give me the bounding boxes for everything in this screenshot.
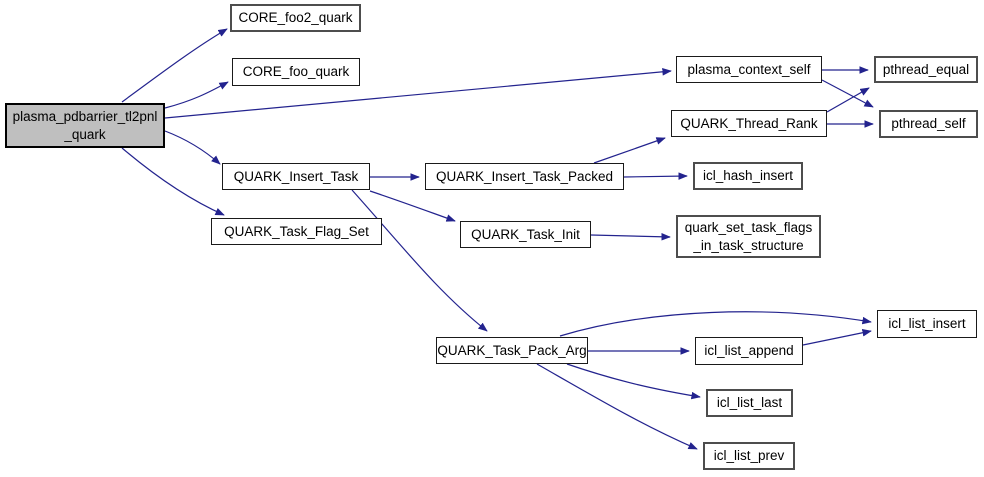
node-QUARK_Insert_Task[interactable]: QUARK_Insert_Task [222,163,370,190]
edge-plasma_pdbarrier_tl2pnl_quark-to-QUARK_Insert_Task [164,130,221,165]
node-QUARK_Task_Pack_Arg[interactable]: QUARK_Task_Pack_Arg [436,337,588,364]
node-icl_list_append[interactable]: icl_list_append [695,337,803,365]
edge-plasma_context_self-to-pthread_self [821,79,874,108]
edge-QUARK_Task_Pack_Arg-to-icl_list_prev [536,363,698,450]
node-icl_list_prev[interactable]: icl_list_prev [703,442,795,470]
edge-QUARK_Task_Pack_Arg-to-icl_list_insert [559,311,872,337]
node-CORE_foo_quark[interactable]: CORE_foo_quark [232,58,360,86]
edge-QUARK_Task_Init-to-quark_set_task_flags_in_task_structure [590,232,671,241]
node-QUARK_Task_Flag_Set[interactable]: QUARK_Task_Flag_Set [211,218,382,245]
edge-QUARK_Task_Pack_Arg-to-icl_list_last [566,363,701,400]
node-pthread_equal[interactable]: pthread_equal [874,56,978,83]
edge-QUARK_Insert_Task-to-QUARK_Task_Init [369,190,456,222]
node-QUARK_Task_Init[interactable]: QUARK_Task_Init [460,221,591,248]
node-QUARK_Thread_Rank[interactable]: QUARK_Thread_Rank [671,110,827,137]
edge-QUARK_Thread_Rank-to-pthread_equal [826,87,870,113]
edge-icl_list_append-to-icl_list_insert [802,329,872,346]
node-plasma_pdbarrier_tl2pnl_quark: plasma_pdbarrier_tl2pnl _quark [5,103,165,148]
edge-QUARK_Insert_Task-to-QUARK_Task_Pack_Arg [351,189,488,332]
edge-plasma_pdbarrier_tl2pnl_quark-to-CORE_foo2_quark [121,28,228,103]
edge-plasma_pdbarrier_tl2pnl_quark-to-CORE_foo_quark [164,81,229,109]
node-icl_list_last[interactable]: icl_list_last [706,389,793,417]
edge-QUARK_Insert_Task_Packed-to-icl_hash_insert [623,172,688,180]
node-quark_set_task_flags_in_task_structure[interactable]: quark_set_task_flags _in_task_structure [676,215,821,258]
node-plasma_context_self[interactable]: plasma_context_self [676,56,822,83]
node-icl_hash_insert[interactable]: icl_hash_insert [693,162,803,190]
edge-QUARK_Insert_Task_Packed-to-QUARK_Thread_Rank [593,137,666,164]
edge-plasma_pdbarrier_tl2pnl_quark-to-QUARK_Task_Flag_Set [121,147,225,216]
node-icl_list_insert[interactable]: icl_list_insert [877,310,977,338]
node-CORE_foo2_quark[interactable]: CORE_foo2_quark [230,4,361,32]
node-pthread_self[interactable]: pthread_self [879,110,978,138]
node-QUARK_Insert_Task_Packed[interactable]: QUARK_Insert_Task_Packed [425,163,624,190]
edge-plasma_pdbarrier_tl2pnl_quark-to-plasma_context_self [164,68,672,119]
